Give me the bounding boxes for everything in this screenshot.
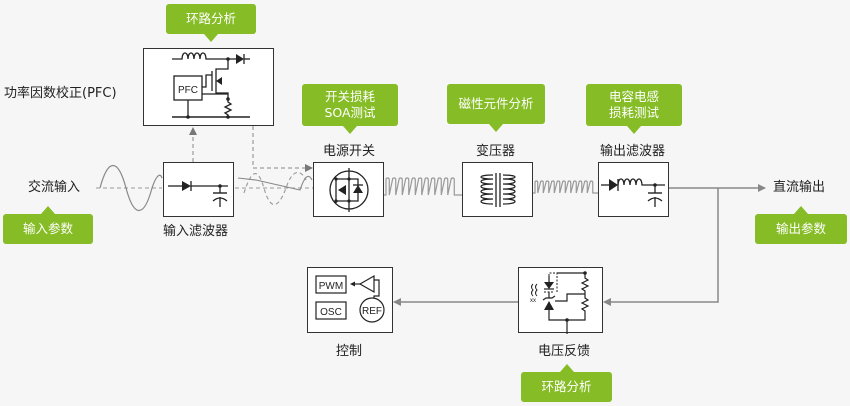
output-filter-callout-line1: 电容电感 xyxy=(608,89,659,105)
rectified-sine-wave xyxy=(243,171,307,206)
ac-input-label: 交流输入 xyxy=(28,180,81,195)
power-switch-callout-line2: SOA测试 xyxy=(324,105,376,120)
pfc-chip-label: PFC xyxy=(178,85,198,96)
ac-input-callout: 输入参数 xyxy=(3,206,93,244)
power-switch-label: 电源开关 xyxy=(323,144,376,159)
feedback-path-arrow xyxy=(603,188,719,306)
ref-label: REF xyxy=(362,306,382,317)
ac-input-callout-text: 输入参数 xyxy=(22,221,73,237)
control-label: 控制 xyxy=(336,344,363,359)
control-circuit-icon: PWM OSC REF xyxy=(315,274,385,323)
voltage-feedback-callout-text: 环路分析 xyxy=(541,379,592,395)
control-block[interactable]: PWM OSC REF xyxy=(307,267,393,333)
pfc-circuit-icon: PFC xyxy=(172,52,250,119)
transformer-icon xyxy=(480,173,516,207)
mosfet-icon xyxy=(329,168,369,212)
pfc-callout: 环路分析 xyxy=(166,4,256,42)
svg-text:xx: xx xyxy=(530,298,536,304)
transformer-block[interactable] xyxy=(462,162,533,217)
dc-output-callout-text: 输出参数 xyxy=(775,221,826,237)
input-filter-block[interactable] xyxy=(163,162,234,217)
hf-square-wave-1 xyxy=(384,177,462,196)
output-filter-callout: 电容电感 损耗测试 xyxy=(586,84,682,134)
output-filter-block[interactable] xyxy=(598,162,669,217)
pfc-callout-text: 环路分析 xyxy=(185,11,236,27)
voltage-feedback-label: 电压反馈 xyxy=(538,344,591,359)
power-switch-callout-line1: 开关损耗 xyxy=(324,89,375,105)
dc-output-label: 直流输出 xyxy=(773,180,826,195)
input-filter-label: 输入滤波器 xyxy=(163,224,229,239)
voltage-feedback-block[interactable]: xx xyxy=(518,267,603,334)
output-filter-label: 输出滤波器 xyxy=(600,144,666,159)
dc-output-callout: 输出参数 xyxy=(755,206,847,244)
pfc-block[interactable]: PFC xyxy=(143,48,274,126)
transformer-callout-text: 磁性元件分析 xyxy=(458,96,534,112)
rectifier-icon xyxy=(168,181,228,207)
pwm-label: PWM xyxy=(319,281,343,292)
ac-sine-wave xyxy=(99,165,163,211)
transformer-label: 变压器 xyxy=(476,144,516,159)
output-filter-icon xyxy=(601,178,665,207)
power-switch-block[interactable] xyxy=(313,162,384,217)
output-filter-callout-line2: 损耗测试 xyxy=(608,105,659,120)
optocoupler-feedback-icon: xx xyxy=(530,271,590,334)
osc-label: OSC xyxy=(320,307,342,318)
pfc-title: 功率因数校正(PFC) xyxy=(4,86,117,101)
pfc-to-switch-arrow xyxy=(252,126,313,172)
hf-square-wave-2 xyxy=(533,180,598,194)
ripple-line xyxy=(237,175,313,191)
power-switch-callout: 开关损耗 SOA测试 xyxy=(302,84,398,134)
transformer-callout: 磁性元件分析 xyxy=(447,84,545,132)
voltage-feedback-callout: 环路分析 xyxy=(521,364,612,402)
